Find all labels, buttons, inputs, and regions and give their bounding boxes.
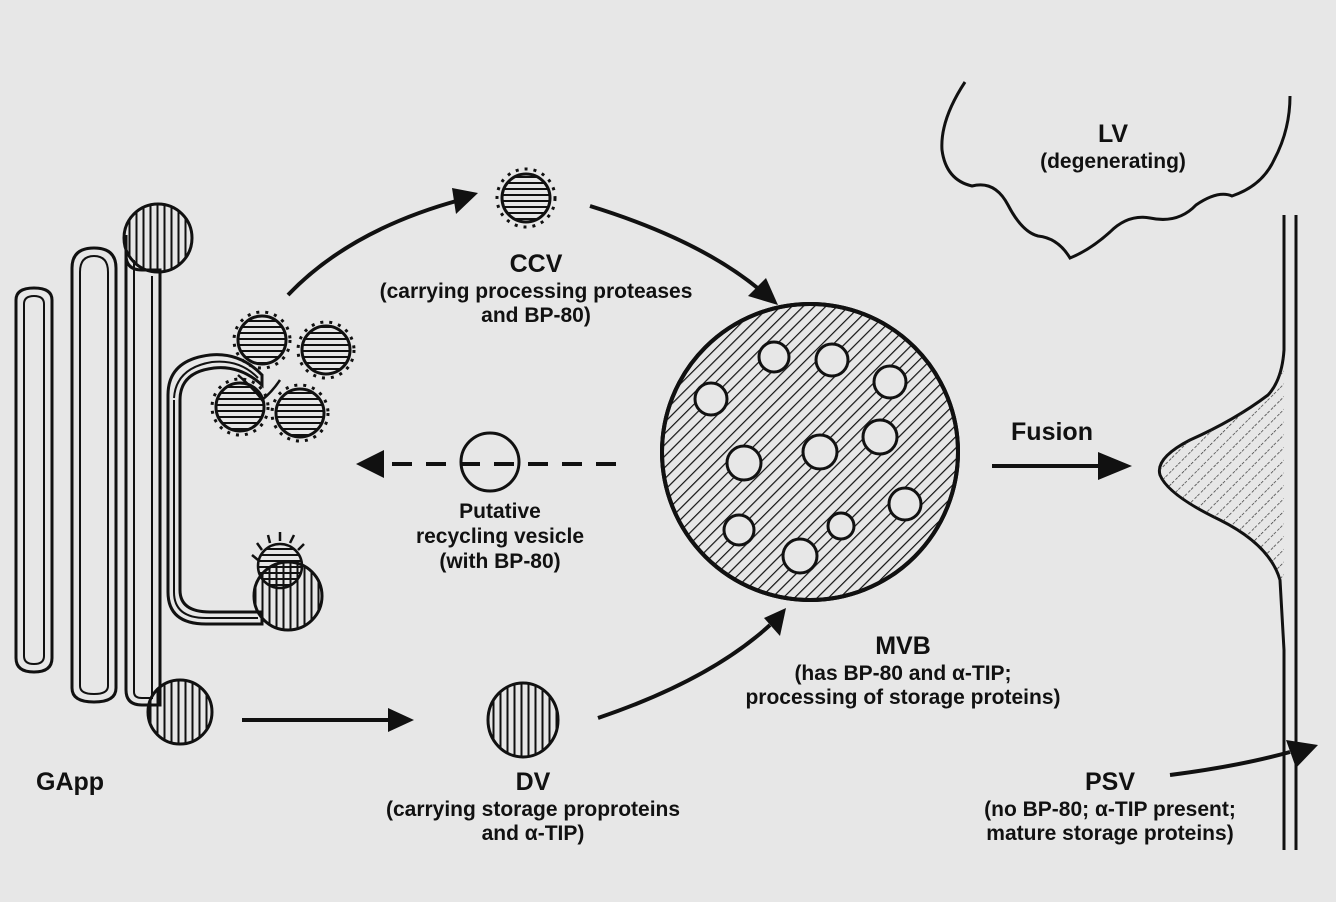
dv-vesicle [486,681,560,759]
ccv-desc-line2: and BP-80) [481,304,591,328]
mvb-body [660,302,960,602]
arrows [242,198,1291,777]
mvb-desc-line1: (has BP-80 and α-TIP; [794,661,1012,685]
mvb-label: MVB (has BP-80 and α-TIP; processing of … [745,632,1060,711]
arrow-golgi-to-ccv [286,198,461,297]
recycling-line3: (with BP-80) [439,549,561,573]
psv-desc-line1: (no BP-80; α-TIP present; [984,797,1236,821]
recycling-line1: Putative [459,500,541,523]
budding-dense-vesicle [251,532,324,632]
gapp-name: GApp [36,768,105,796]
gapp-label: GApp [36,768,104,798]
lytic-vacuole-outline [940,81,1292,260]
psv-name: PSV [1084,768,1136,796]
lv-desc: (degenerating) [1040,149,1186,173]
lv-label: LV (degenerating) [1040,120,1186,174]
fusion-text: Fusion [1011,418,1093,446]
mvb-desc-line2: processing of storage proteins) [745,686,1061,710]
recycling-line2: recycling vesicle [415,524,585,548]
arrowheads [356,188,1318,768]
ccv-name: CCV [509,250,563,278]
coated-vesicle [232,310,292,370]
golgi-cisterna-3 [124,235,162,707]
golgi-cisterna-2 [70,246,118,704]
dv-name: DV [515,768,551,796]
arrow-dv-to-mvb [597,623,772,720]
arrow-ccv-to-mvb [589,204,762,292]
dv-label: DV (carrying storage proproteins and α-T… [386,768,680,847]
recycling-vesicle-label: Putative recycling vesicle (with BP-80) [416,500,584,574]
coated-vesicle [270,383,330,443]
arrow-psv [1169,750,1291,777]
ccv-vesicle [495,167,557,229]
coated-vesicle [296,320,356,380]
golgi-dense-bulb-top [122,202,194,274]
golgi-apparatus [14,235,282,707]
dv-desc-line1: (carrying storage proproteins [385,797,681,821]
psv-label: PSV (no BP-80; α-TIP present; mature sto… [984,768,1236,847]
golgi-dense-bulb-bottom [146,678,214,746]
mvb-name: MVB [875,632,931,660]
coated-vesicle [210,377,270,437]
mvb-internal-vesicles [693,340,923,575]
psv-desc-line2: mature storage proteins) [986,822,1234,846]
ccv-desc-line1: (carrying processing proteases [379,279,693,303]
trans-golgi-network [166,353,264,626]
lv-name: LV [1097,120,1129,148]
ccv-label: CCV (carrying processing proteases and B… [380,250,693,329]
coated-vesicle-cluster [210,310,356,443]
fusion-label: Fusion [1011,418,1093,448]
golgi-cisterna-1 [14,286,54,674]
dv-desc-line2: and α-TIP) [481,822,585,846]
